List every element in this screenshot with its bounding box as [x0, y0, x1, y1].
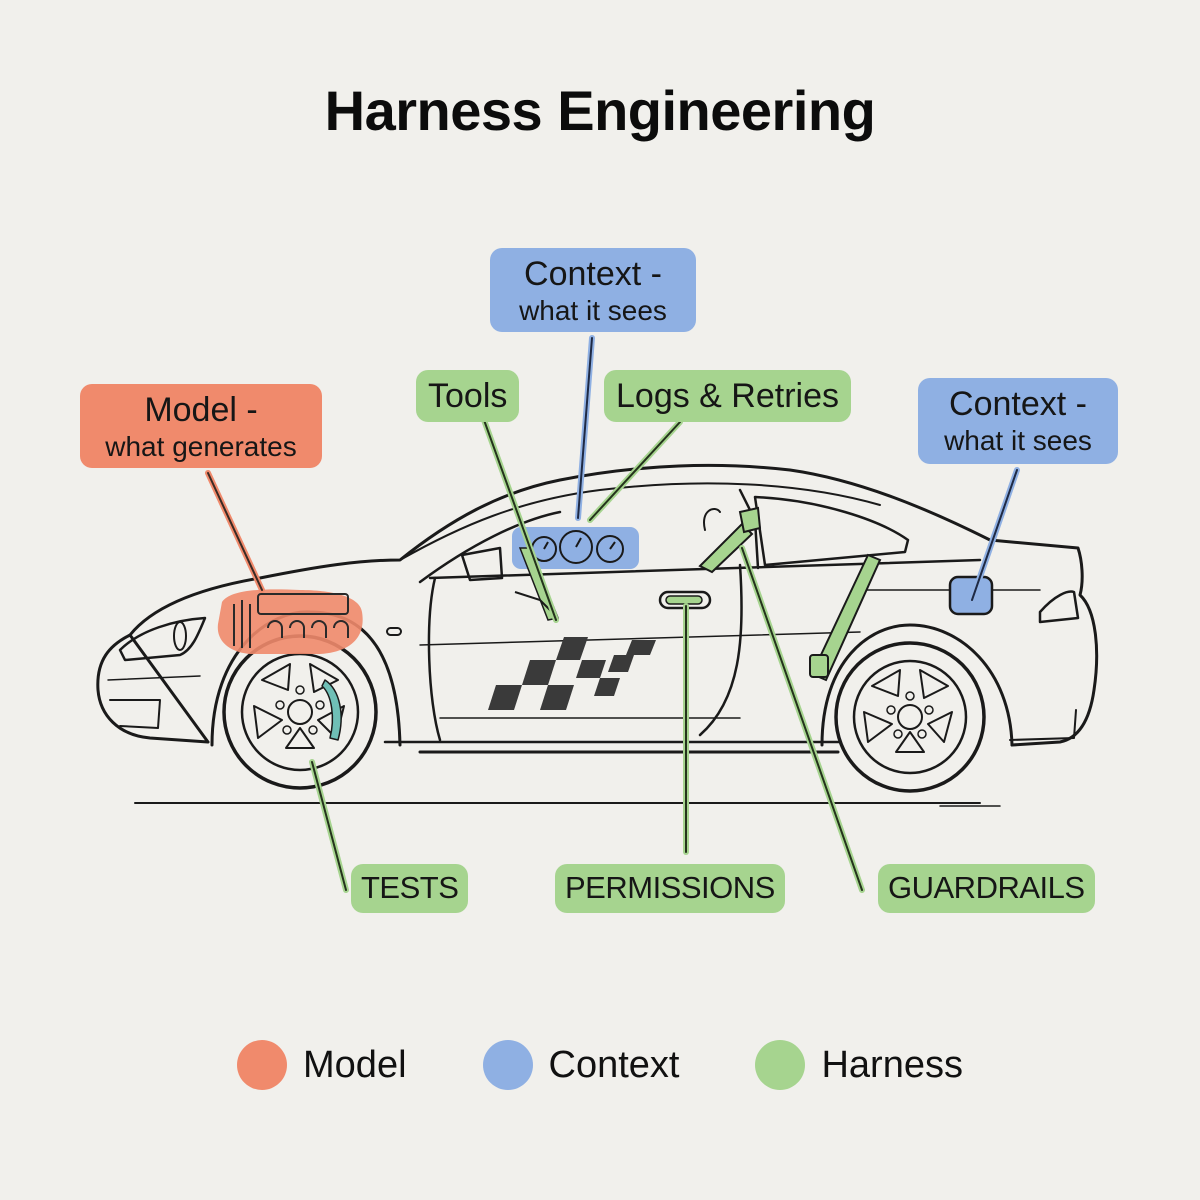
callout-context-top-subtitle: what it sees [519, 295, 667, 327]
callout-model-title: Model - [144, 391, 258, 429]
legend-item-context: Context [482, 1040, 680, 1090]
legend-label-context: Context [548, 1043, 680, 1086]
legend-dot-context [482, 1040, 533, 1090]
front-door [427, 563, 743, 742]
dashboard-gauges [512, 527, 639, 569]
callout-context-top-title: Context - [524, 255, 662, 293]
callout-model-subtitle: what generates [105, 431, 297, 463]
callout-logs-retries: Logs & Retries [604, 370, 851, 423]
brake-caliper [321, 679, 342, 741]
callout-context-right-title: Context - [949, 385, 1087, 423]
headlight [118, 616, 207, 662]
rear-wheel [834, 641, 986, 793]
callout-context-right-subtitle: what it sees [944, 425, 1092, 457]
callout-tests: TESTS [351, 864, 469, 913]
rear-wheel-arch [820, 623, 1014, 747]
side-mirror [460, 546, 504, 582]
taillight [1038, 590, 1080, 624]
callout-context-top: Context - what it sees [490, 248, 696, 332]
gauge-icon [596, 535, 624, 563]
engine-highlight [217, 589, 363, 654]
legend: Model Context Harness [0, 1040, 1200, 1090]
callout-guardrails: GUARDRAILS [878, 864, 1095, 913]
seat-belt [698, 506, 882, 682]
legend-label-model: Model [303, 1043, 407, 1086]
callout-model: Model - what generates [80, 384, 322, 468]
callout-context-right: Context - what it sees [918, 378, 1118, 464]
legend-dot-model [237, 1040, 288, 1090]
rear-window [753, 495, 910, 567]
callout-tools: Tools [416, 370, 520, 423]
legend-item-model: Model [237, 1040, 407, 1090]
engine-icon [257, 593, 349, 615]
legend-dot-harness [755, 1040, 806, 1090]
callout-permissions: PERMISSIONS [555, 864, 785, 913]
legend-label-harness: Harness [821, 1043, 963, 1086]
car-body-outline [96, 463, 1099, 754]
front-wheel [222, 634, 378, 790]
checkered-decal [488, 637, 656, 710]
gauge-icon [559, 530, 593, 564]
diagram-title: Harness Engineering [324, 79, 876, 142]
legend-item-harness: Harness [755, 1040, 963, 1090]
